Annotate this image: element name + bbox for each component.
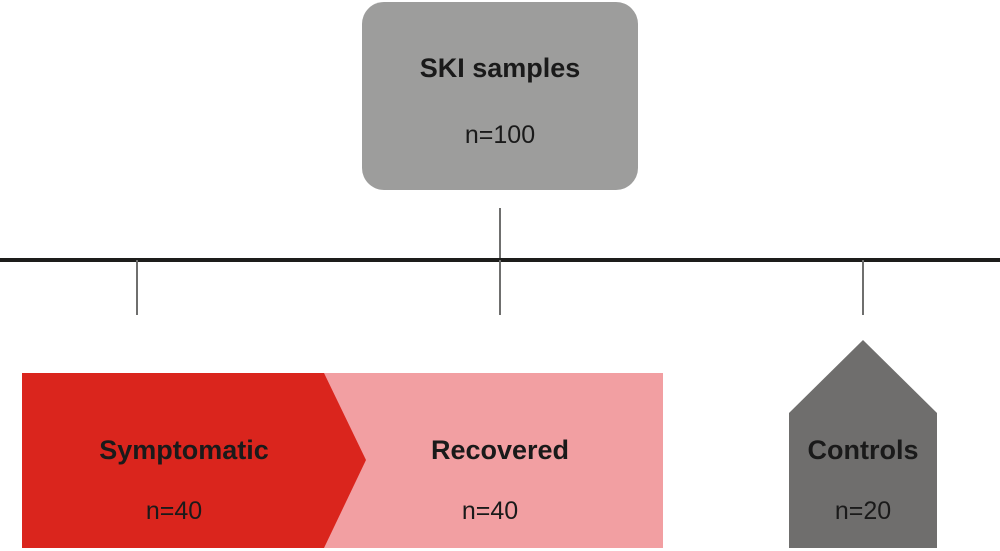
recovered-title: Recovered — [431, 435, 569, 465]
ski-samples-count: n=100 — [465, 121, 535, 149]
controls-box: Controls n=20 — [789, 340, 937, 548]
recovered-shape — [322, 373, 663, 548]
recovered-count: n=40 — [462, 497, 518, 525]
symptomatic-shape — [22, 373, 366, 548]
ski-samples-shape — [362, 2, 638, 190]
symptomatic-box: Symptomatic n=40 — [22, 373, 366, 548]
symptomatic-title: Symptomatic — [99, 435, 269, 465]
symptomatic-count: n=40 — [146, 497, 202, 525]
controls-shape — [789, 340, 937, 548]
ski-samples-box: SKI samples n=100 — [362, 2, 638, 190]
controls-title: Controls — [808, 435, 919, 465]
controls-count: n=20 — [835, 497, 891, 525]
ski-samples-title: SKI samples — [420, 53, 581, 83]
recovered-box: Recovered n=40 — [322, 373, 663, 548]
